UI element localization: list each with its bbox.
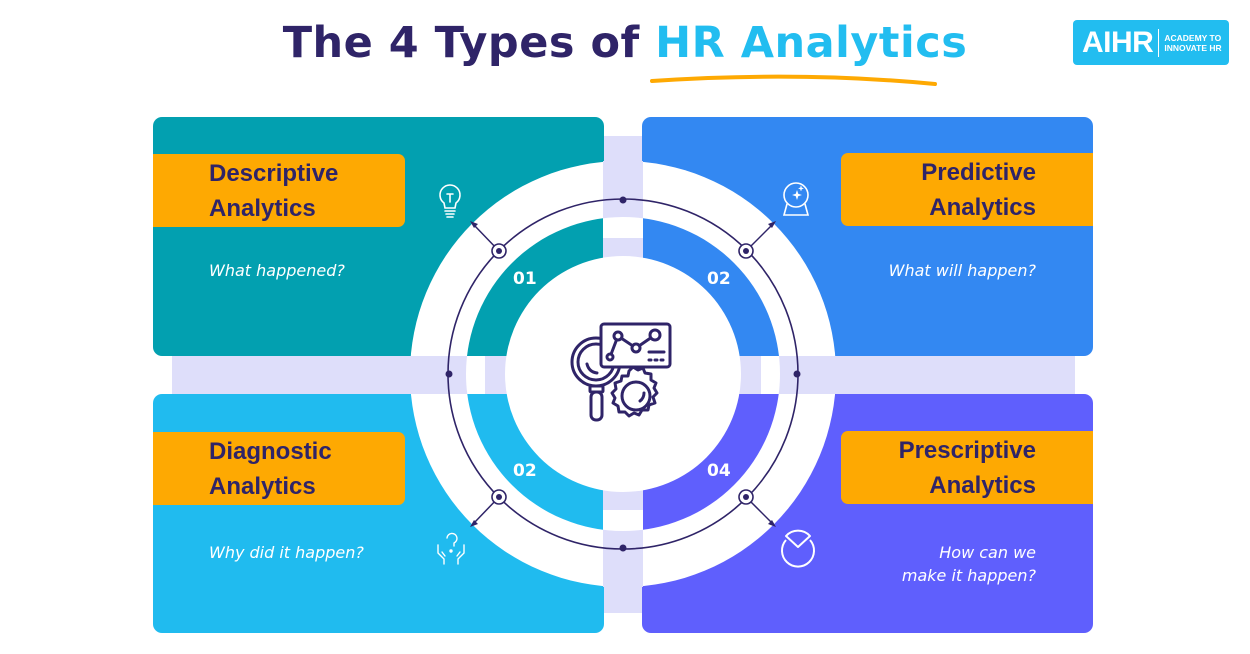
node-descriptive — [470, 221, 507, 259]
number-01: 01 — [513, 269, 537, 289]
analytics-center-icon — [570, 322, 672, 422]
number-02-bottom: 02 — [513, 461, 537, 481]
node-diagnostic — [470, 489, 507, 527]
page-title: The 4 Types of HR Analytics — [0, 18, 1250, 68]
question-diagnostic: Why did it happen? — [209, 543, 364, 562]
question-predictive: What will happen? — [888, 261, 1036, 280]
logo-mark: AIHR — [1082, 25, 1154, 59]
logo-line1: ACADEMY TO — [1164, 32, 1222, 43]
node-predictive — [738, 221, 776, 259]
title-prefix: The 4 Types of — [282, 18, 656, 68]
title-underline — [650, 74, 937, 86]
logo-divider — [1158, 28, 1160, 57]
number-04: 04 — [707, 461, 731, 481]
strip-top — [603, 136, 643, 162]
node-prescriptive — [738, 489, 776, 527]
question-descriptive: What happened? — [209, 261, 345, 280]
title-highlight: HR Analytics — [655, 18, 968, 68]
logo-line2: INNOVATE HR — [1164, 42, 1222, 53]
number-02-top: 02 — [707, 269, 731, 289]
strip-bottom — [603, 587, 643, 613]
